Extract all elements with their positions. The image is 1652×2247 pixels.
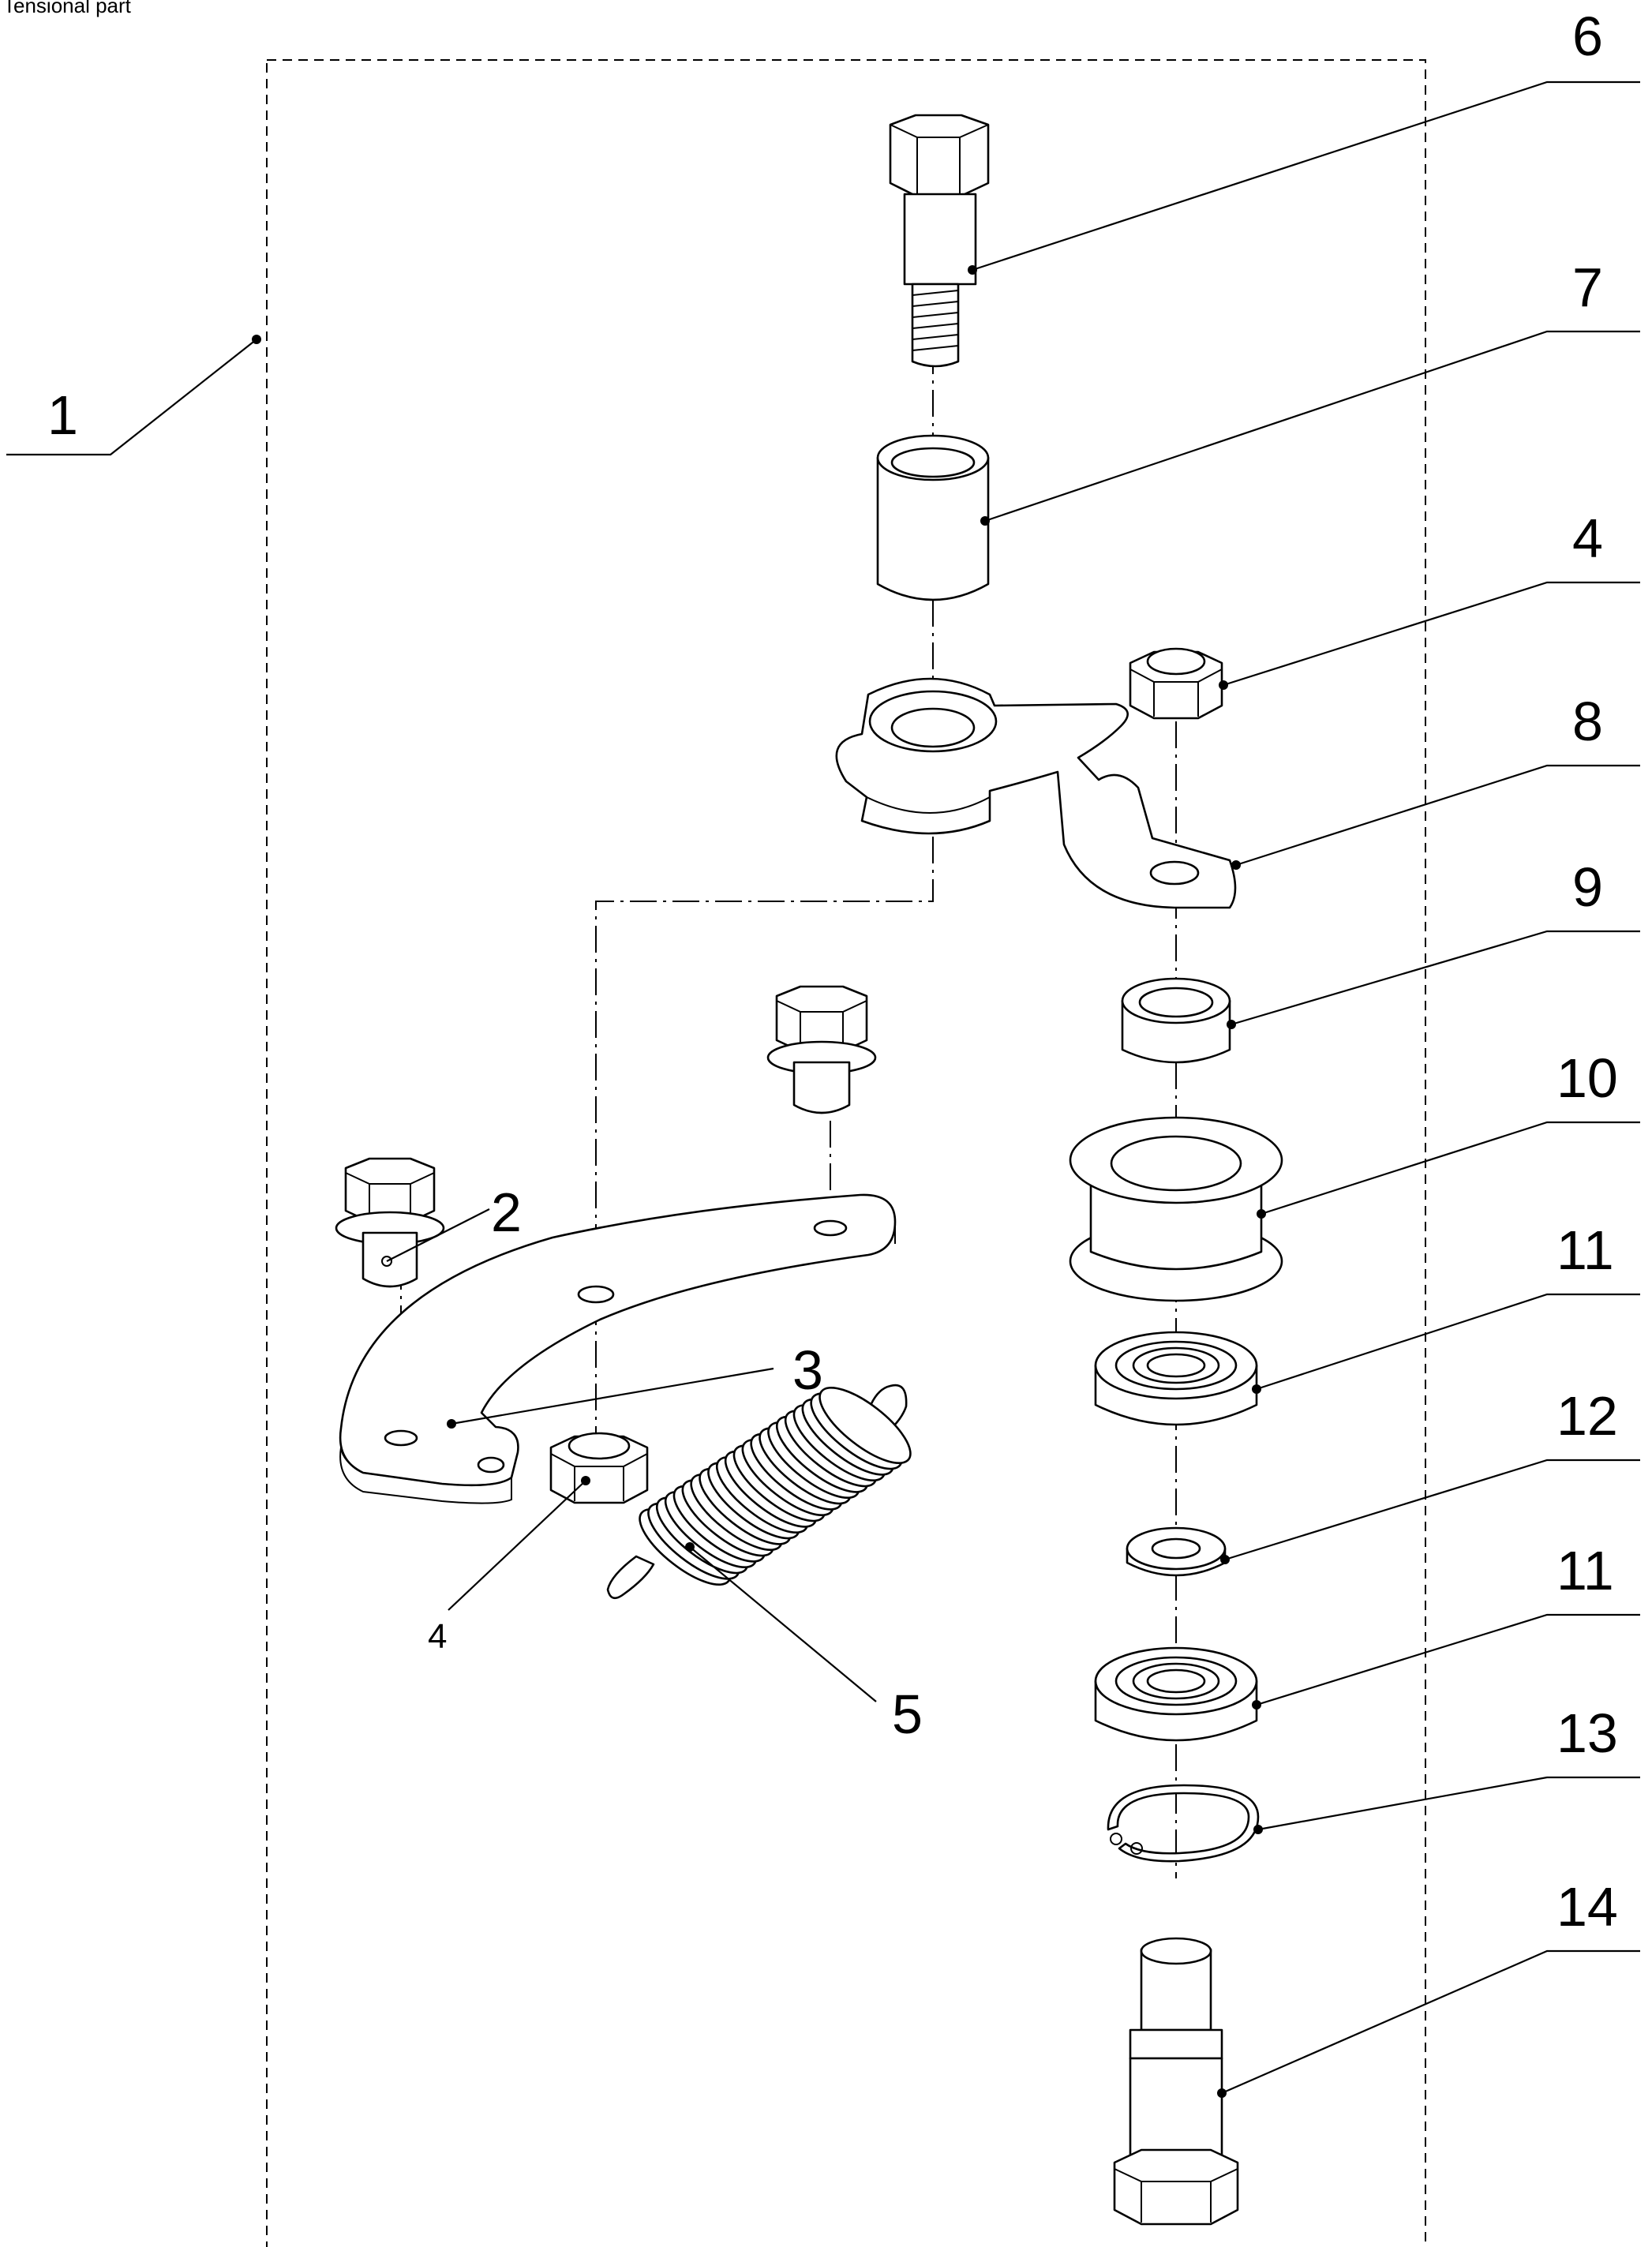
callout-1: 1	[47, 384, 78, 446]
callout-12: 12	[1556, 1385, 1618, 1447]
callout-6: 6	[1572, 6, 1603, 67]
spacer	[1121, 977, 1231, 1064]
callout-7: 7	[1572, 257, 1603, 318]
bearing-upper	[1094, 1331, 1258, 1426]
callout-4-top: 4	[1572, 507, 1603, 569]
axle-bolt	[1113, 1937, 1239, 2226]
spring-coil	[819, 1386, 912, 1465]
callout-10: 10	[1556, 1047, 1618, 1109]
hex-nut-bottom	[549, 1432, 649, 1504]
callout-13: 13	[1556, 1702, 1618, 1764]
assembly-frame	[266, 59, 1426, 2247]
shoulder-bolt	[889, 114, 990, 368]
tension-plate	[339, 1193, 897, 1504]
callout-labels: 1 2 3 6 7 4 8 9 10 11 12 11 13 14 5 4	[47, 6, 1618, 1938]
flange-bolt-left	[335, 1157, 445, 1288]
circlip	[1107, 1784, 1260, 1863]
flange-bolt-right	[766, 985, 877, 1114]
bearing-lower	[1094, 1646, 1258, 1742]
callout-leaders	[6, 81, 1640, 2098]
callout-9: 9	[1572, 856, 1603, 918]
diagram-caption: Tensional part	[3, 0, 131, 17]
extension-spring	[606, 1384, 912, 1600]
callout-3: 3	[792, 1339, 823, 1401]
callout-14: 14	[1556, 1876, 1618, 1938]
tension-arm	[835, 677, 1237, 909]
pulley	[1069, 1116, 1283, 1302]
callout-2: 2	[491, 1182, 522, 1243]
washer	[1126, 1526, 1227, 1577]
callout-11-lower: 11	[1556, 1540, 1614, 1601]
callout-11-upper: 11	[1556, 1219, 1614, 1281]
callout-8: 8	[1572, 691, 1603, 752]
callout-4-bottom: 4	[428, 1617, 447, 1656]
hex-nut-top	[1129, 647, 1223, 720]
assembly-axes	[400, 347, 1177, 1878]
callout-5: 5	[892, 1683, 923, 1745]
sleeve	[876, 434, 990, 601]
